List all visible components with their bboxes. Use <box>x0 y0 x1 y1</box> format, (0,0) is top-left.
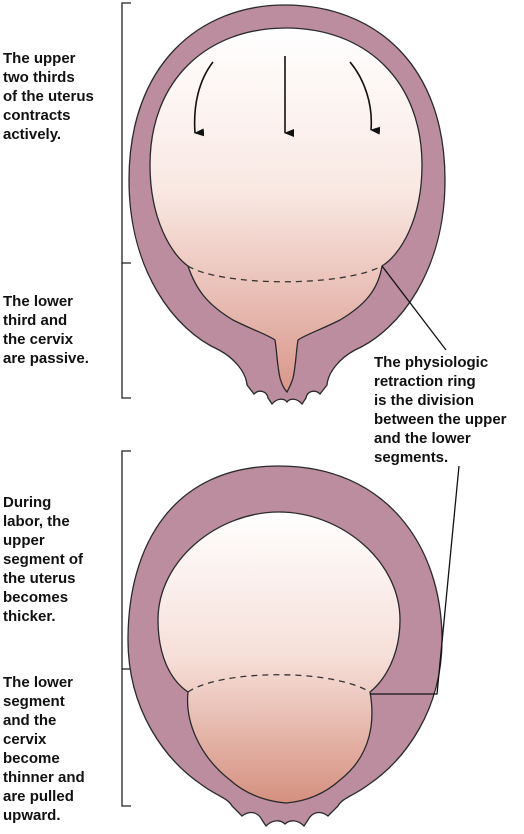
uterine-cavity-top <box>149 27 423 394</box>
leader-line-top <box>381 265 447 351</box>
arrow-right-curve <box>349 61 381 135</box>
arrow-left-curve <box>193 61 214 137</box>
label-labor-upper: During labor, the upper segment of the u… <box>3 494 84 625</box>
bracket-bottom-lower <box>121 669 131 807</box>
label-lower-passive: The lower third and the cervix are passi… <box>3 293 89 367</box>
retraction-ring-bottom <box>187 674 371 693</box>
label-labor-lower: The lower segment and the cervix become … <box>3 674 85 824</box>
retraction-ring-top <box>187 265 383 283</box>
uterus-bottom <box>127 465 443 828</box>
uterus-top <box>128 4 446 406</box>
bracket-top-lower <box>121 263 131 399</box>
uterine-cavity-bottom <box>157 511 401 804</box>
bracket-bottom-upper <box>121 450 131 670</box>
leader-line-bottom <box>370 465 460 695</box>
bracket-top-upper <box>121 2 131 264</box>
label-upper-contracts: The upper two thirds of the uterus contr… <box>3 50 94 143</box>
label-retraction-ring: The physiologic retraction ring is the d… <box>374 354 507 466</box>
